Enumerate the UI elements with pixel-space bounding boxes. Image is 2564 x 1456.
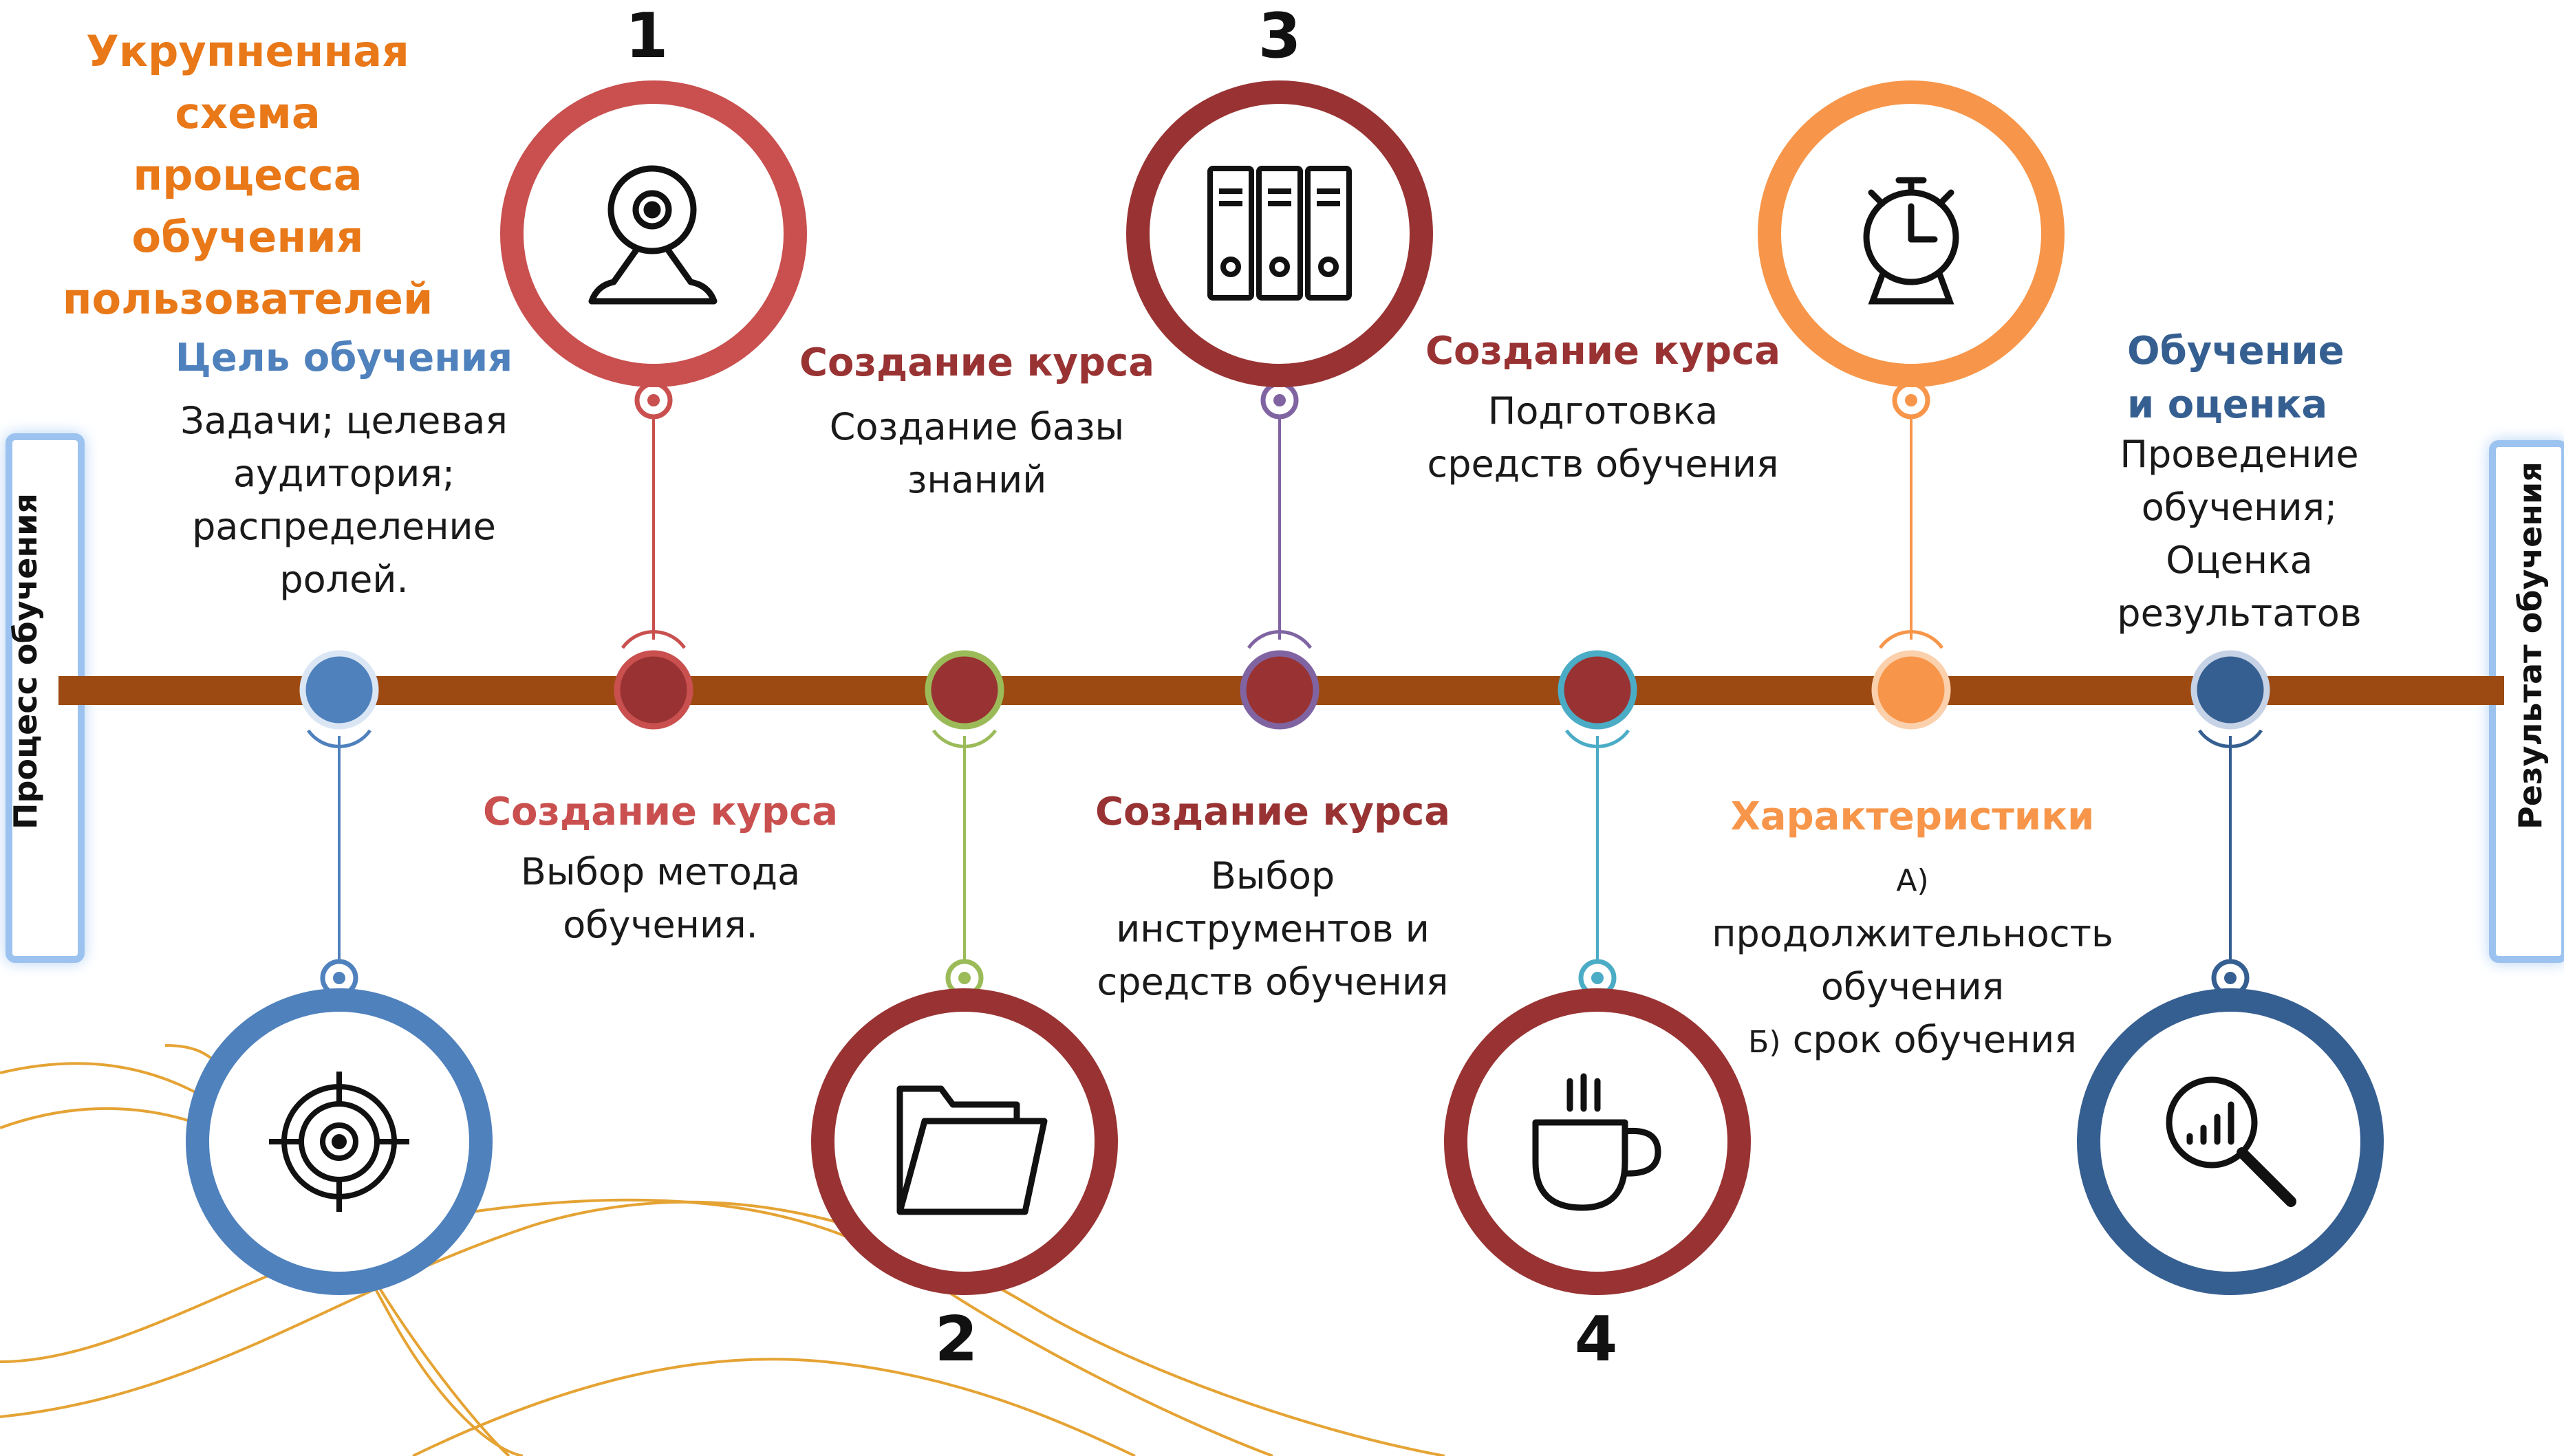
step-eval-heading-line-2: и оценка: [2127, 382, 2328, 427]
step-method-line: обучения.: [563, 903, 758, 946]
step-tools-line: инструментов и: [1116, 907, 1430, 950]
step-chars-b-prefix: Б): [1748, 1025, 1781, 1060]
node-2: [925, 650, 1004, 730]
step-goal-line: Задачи; целевая: [180, 399, 508, 442]
folder-icon: [896, 1085, 1048, 1215]
step-tools-heading: Создание курса: [1095, 790, 1451, 834]
step-kb-text: Создание курса Создание базы знаний: [798, 340, 1156, 506]
step-eval-line: обучения;: [2141, 486, 2338, 529]
step-chars-description: А) продолжительность обучения Б) срок об…: [1692, 851, 2133, 1069]
step-method-heading: Создание курса: [482, 790, 839, 834]
step-tools-line: Выбор: [1210, 854, 1335, 898]
node-eval: [2190, 650, 2270, 730]
step-chars-a-text-2: обучения: [1820, 965, 2005, 1008]
analytics-search-icon: [2166, 1076, 2296, 1207]
step-prep-line: средств обучения: [1427, 442, 1779, 486]
title-line-1: Укрупненная схема: [86, 26, 409, 138]
node-1: [614, 650, 693, 730]
step-goal-text: Цель обучения Задачи; целевая аудитория;…: [172, 336, 516, 606]
step-eval-line: Оценка: [2166, 539, 2313, 582]
step-chars-a-text: продолжительность: [1712, 912, 2113, 955]
step-chars-b-text: срок обучения: [1792, 1018, 2077, 1061]
step-chars-a: А) продолжительность: [1692, 851, 2133, 960]
alarm-clock-icon: [1863, 177, 1959, 305]
step-goal-line: распределение: [192, 505, 496, 548]
step-number-1: 1: [625, 0, 669, 72]
step-number-3: 3: [1258, 0, 1302, 72]
step-tools-description: Выбор инструментов и средств обучения: [1094, 849, 1452, 1008]
step-kb-description: Создание базы знаний: [798, 400, 1156, 506]
step-eval-description: Проведение обучения; Оценка результатов: [2091, 428, 2387, 640]
coffee-cup-icon: [1532, 1073, 1661, 1211]
ring-2: [811, 988, 1118, 1295]
step-prep-description: Подготовка средств обучения: [1403, 384, 1802, 490]
ring-4: [1444, 988, 1751, 1295]
step-number-2: 2: [934, 1303, 978, 1376]
node-3: [1240, 650, 1319, 730]
step-method-description: Выбор метода обучения.: [482, 845, 839, 951]
step-prep-heading: Создание курса: [1425, 329, 1781, 373]
step-tools-line: средств обучения: [1097, 960, 1449, 1003]
arc-clock: [1878, 630, 1944, 649]
step-goal-description: Задачи; целевая аудитория; распределение…: [172, 394, 516, 606]
step-prep-text: Создание курса Подготовка средств обучен…: [1403, 329, 1802, 490]
ring-3: [1126, 80, 1433, 387]
step-number-4: 4: [1574, 1303, 1618, 1376]
right-side-panel: [2489, 440, 2564, 963]
diagram-title: Укрупненная схема процесса обучения поль…: [14, 21, 482, 330]
title-line-2: процесса обучения: [131, 150, 364, 262]
target-icon: [269, 1072, 409, 1212]
arc-3: [1247, 630, 1313, 649]
step-goal-line: ролей.: [279, 558, 409, 601]
step-eval-line: Проведение: [2120, 433, 2359, 476]
arc-4: [1564, 729, 1630, 748]
arc-goal: [306, 729, 372, 748]
step-goal-heading: Цель обучения: [175, 336, 513, 380]
step-method-text: Создание курса Выбор метода обучения.: [482, 790, 839, 951]
node-goal: [299, 650, 379, 730]
arc-1: [621, 630, 687, 649]
webcam-icon: [588, 165, 718, 305]
arc-2: [931, 729, 998, 748]
step-kb-line: знаний: [907, 458, 1047, 501]
title-line-3: пользователей: [62, 274, 433, 324]
step-method-line: Выбор метода: [520, 850, 801, 893]
step-chars-a-prefix: А): [1896, 863, 1929, 898]
step-kb-line: Создание базы: [829, 405, 1125, 448]
step-tools-text: Создание курса Выбор инструментов и сред…: [1094, 790, 1452, 1008]
step-prep-line: Подготовка: [1487, 389, 1719, 433]
step-kb-heading: Создание курса: [799, 340, 1155, 385]
step-eval-heading: Обучение и оценка: [2127, 325, 2375, 432]
node-clock: [1871, 650, 1951, 730]
step-goal-line: аудитория;: [233, 452, 455, 495]
ring-1: [500, 80, 807, 387]
step-eval-heading-line-1: Обучение: [2127, 329, 2345, 373]
step-chars-b: Б) срок обучения: [1692, 1013, 2133, 1069]
binders-icon: [1207, 166, 1352, 301]
step-chars-heading: Характеристики: [1730, 794, 2095, 839]
node-4: [1558, 650, 1637, 730]
step-chars-text: Характеристики А) продолжительность обуч…: [1692, 794, 2133, 1069]
step-eval-line: результатов: [2117, 591, 2362, 635]
arc-eval: [2197, 729, 2263, 748]
